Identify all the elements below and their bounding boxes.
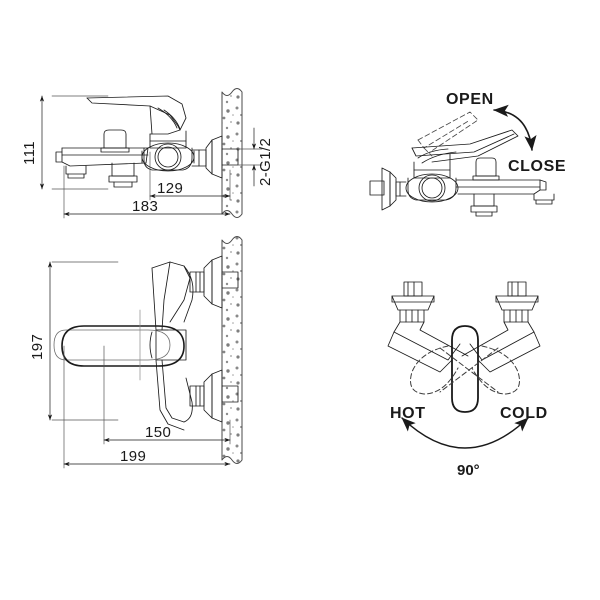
dimension-lines-bottom-left [47,261,231,469]
wall-section-top [221,88,243,218]
faucet-front-plan-view [53,255,239,431]
temperature-operation-diagram [387,281,541,449]
annotation-label-close: CLOSE [508,158,567,175]
dimension-label-183: 183 [132,198,159,215]
dimension-label-150: 150 [145,424,172,441]
dimension-lines-top-left [39,95,263,219]
annotation-label-open: OPEN [446,91,494,108]
dimension-label-129: 129 [157,180,184,197]
annotation-label-hot: HOT [390,405,426,422]
dimension-label-199: 199 [120,448,147,465]
dimension-label-111: 111 [21,140,38,165]
faucet-side-elevation [55,95,239,188]
wall-section-bottom [221,236,243,464]
lever-operation-diagram [369,104,555,217]
annotation-label-rotation-angle: 90° [457,462,480,479]
dimension-label-thread-2-g12: 2-G1/2 [257,137,274,186]
dimension-label-197: 197 [29,333,46,360]
annotation-label-cold: COLD [500,405,548,422]
